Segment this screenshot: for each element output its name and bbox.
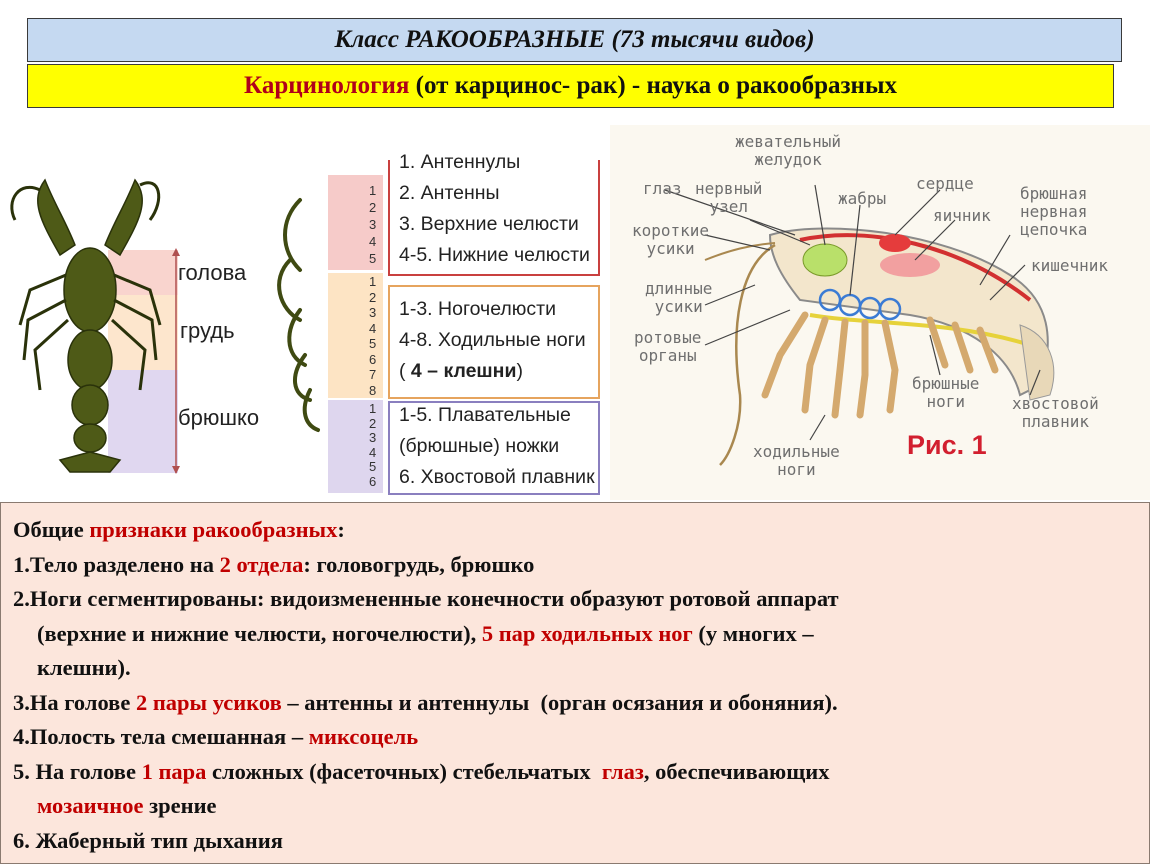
list-item: 1-5. Плавательные — [399, 404, 571, 426]
segment-numbers-thorax: 1 2 3 4 5 6 7 8 — [369, 274, 376, 398]
segment-number: 3 — [369, 305, 377, 320]
label-gills: жабры — [838, 189, 887, 208]
label-nerve-cord: брюшная нервная цепочка — [1020, 184, 1088, 239]
segment-number: 5 — [369, 251, 377, 266]
list-item: 1. Антеннулы — [399, 151, 521, 173]
segment-number: 1 — [369, 183, 377, 198]
subtitle-rest: (от карцинос- рак) - наука о ракообразны… — [409, 72, 897, 99]
list-item: 4-5. Нижние челюсти — [399, 244, 590, 266]
feature-item-continued: мозаичное зрение — [37, 793, 217, 818]
feature-item: 1.Тело разделено на 2 отдела: головогруд… — [13, 551, 535, 577]
segment-number: 2 — [369, 200, 377, 215]
head-appendages-list: 1. Антеннулы 2. Антенны 3. Верхние челюс… — [391, 147, 597, 272]
segment-number: 3 — [369, 430, 377, 445]
feature-item: 6. Жаберный тип дыхания — [13, 827, 283, 853]
segment-number: 4 — [369, 444, 377, 460]
label-long-antennae: длинные усики — [645, 279, 713, 316]
list-item: 4-8. Ходильные ноги — [399, 329, 586, 351]
label-short-antennae: короткие усики — [632, 221, 710, 258]
label-intestine: кишечник — [1031, 256, 1109, 275]
crayfish-body-regions-figure: голова грудь брюшко 1 2 3 4 5 1 2 3 4 5 … — [0, 151, 610, 500]
crayfish-illustration — [10, 160, 600, 495]
label-ovary: яичник — [933, 206, 991, 225]
feature-item: 5. На голове 1 пара сложных (фасеточных)… — [13, 758, 830, 784]
segment-number: 4 — [369, 320, 377, 336]
segment-number: 3 — [369, 217, 377, 232]
segment-number: 1 — [369, 274, 377, 289]
segment-number: 6 — [369, 351, 377, 367]
label-head: голова — [178, 260, 247, 285]
segment-number: 2 — [369, 289, 377, 305]
feature-item-continued: (верхние и нижние челюсти, ногочелюсти),… — [37, 620, 814, 646]
figure-caption: Рис. 1 — [907, 430, 987, 460]
list-item: 2. Антенны — [399, 182, 500, 204]
label-ganglion: нервный узел — [695, 179, 763, 216]
list-item: 1-3. Ногочелюсти — [399, 298, 556, 320]
label-abdominal-legs: брюшные ноги — [912, 374, 980, 411]
list-item: (брюшные) ножки — [399, 435, 560, 457]
segment-number: 2 — [369, 415, 377, 431]
anatomy-illustration — [664, 184, 1055, 466]
segment-number: 1 — [369, 401, 377, 416]
label-abdomen: брюшко — [178, 405, 260, 430]
common-features-panel: Общие признаки ракообразных: 1.Тело разд… — [0, 502, 1150, 864]
crayfish-anatomy-figure: жевательный желудок глаз нервный узел жа… — [610, 125, 1150, 500]
segment-number: 4 — [369, 234, 377, 249]
list-item: 6. Хвостовой плавник — [399, 466, 595, 488]
label-tail-fin: хвостовой плавник — [1012, 394, 1099, 431]
abdomen-appendages-list: 1-5. Плавательные (брюшные) ножки 6. Хво… — [391, 400, 597, 492]
label-thorax: грудь — [180, 318, 235, 343]
feature-item: 4.Полость тела смешанная – миксоцель — [13, 724, 419, 749]
label-stomach: жевательный желудок — [735, 132, 841, 169]
features-heading: Общие признаки ракообразных: — [13, 517, 345, 542]
feature-item: 2.Ноги сегментированы: видоизмененные ко… — [13, 586, 839, 611]
page-title: Класс РАКООБРАЗНЫЕ (73 тысячи видов) — [27, 18, 1122, 62]
page-subtitle: Карцинология (от карцинос- рак) - наука … — [27, 64, 1114, 108]
segment-number: 5 — [369, 336, 377, 351]
label-heart: сердце — [916, 174, 974, 193]
segment-number: 7 — [369, 367, 377, 382]
label-eye: глаз — [643, 179, 682, 198]
list-item: ( 4 – клешни) — [399, 360, 523, 382]
subtitle-term: Карцинология — [244, 72, 410, 99]
segment-number: 6 — [369, 473, 377, 489]
segment-numbers-abdomen: 1 2 3 4 5 6 — [369, 401, 377, 489]
list-item: 3. Верхние челюсти — [399, 213, 579, 235]
label-mouthparts: ротовые органы — [634, 328, 702, 365]
feature-item: 3.На голове 2 пары усиков – антенны и ан… — [13, 689, 838, 715]
segment-number: 5 — [369, 459, 377, 474]
feature-item-continued: клешни). — [37, 655, 131, 680]
segment-number: 8 — [369, 382, 377, 398]
label-walking-legs: ходильные ноги — [753, 442, 840, 479]
thorax-appendages-list: 1-3. Ногочелюсти 4-8. Ходильные ноги ( 4… — [391, 294, 597, 394]
segment-numbers-head: 1 2 3 4 5 — [369, 182, 376, 267]
